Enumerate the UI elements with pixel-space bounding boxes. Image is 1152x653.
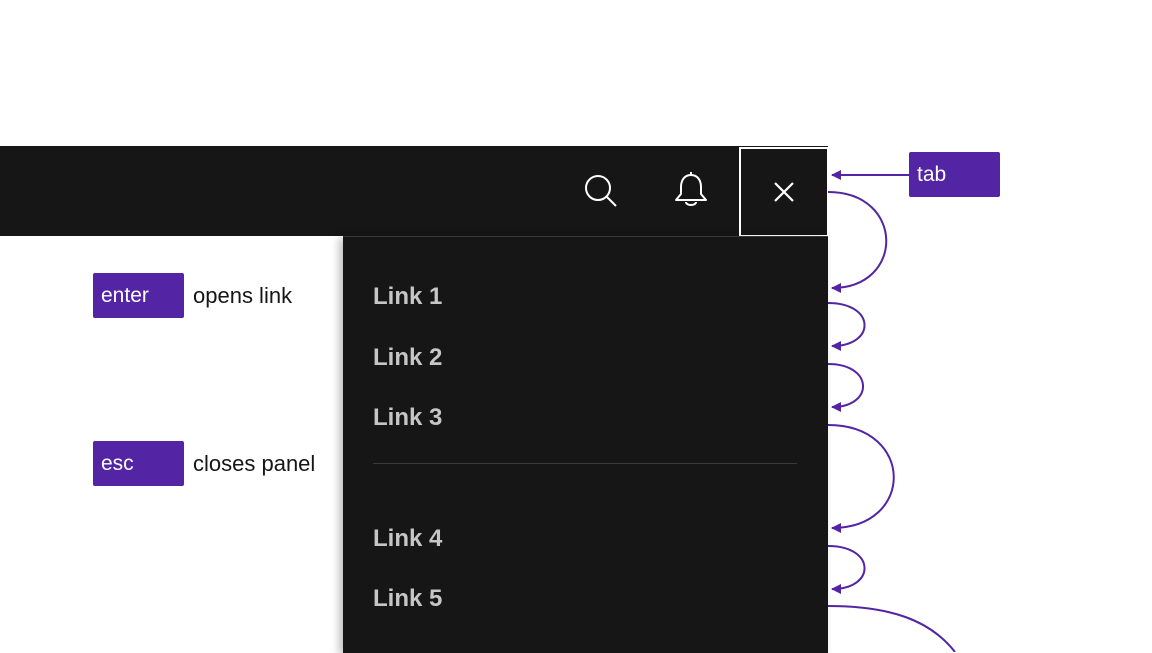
panel-link-1[interactable]: Link 1: [373, 283, 443, 310]
panel-link-3[interactable]: Link 3: [373, 404, 443, 431]
esc-key-badge: esc: [93, 441, 184, 486]
switcher-panel: Link 1 Link 2 Link 3 Link 4 Link 5: [343, 236, 828, 653]
header-bar: [0, 146, 829, 237]
close-button[interactable]: [739, 147, 829, 237]
focus-arrow-link3-to-link4: [827, 424, 895, 533]
esc-key-description: closes panel: [193, 451, 316, 476]
enter-key-description: opens link: [193, 283, 293, 308]
panel-link-4[interactable]: Link 4: [373, 525, 443, 552]
enter-key-badge: enter: [93, 273, 184, 318]
focus-arrow-link1-to-link2: [827, 302, 866, 351]
panel-link-5[interactable]: Link 5: [373, 585, 443, 612]
focus-arrow-link2-to-link3: [827, 363, 864, 412]
tab-key-badge: tab: [909, 152, 1000, 197]
notification-bell-icon: [675, 172, 707, 206]
focus-arrow-close-to-link1: [827, 191, 888, 293]
focus-arrow-link5-onward: [827, 605, 956, 652]
panel-link-2[interactable]: Link 2: [373, 344, 443, 371]
focus-arrow-link4-to-link5: [827, 545, 866, 594]
search-icon: [585, 175, 617, 207]
search-button[interactable]: [556, 146, 646, 236]
close-icon: [774, 182, 794, 202]
notification-button[interactable]: [646, 146, 736, 236]
panel-divider: [373, 463, 797, 464]
